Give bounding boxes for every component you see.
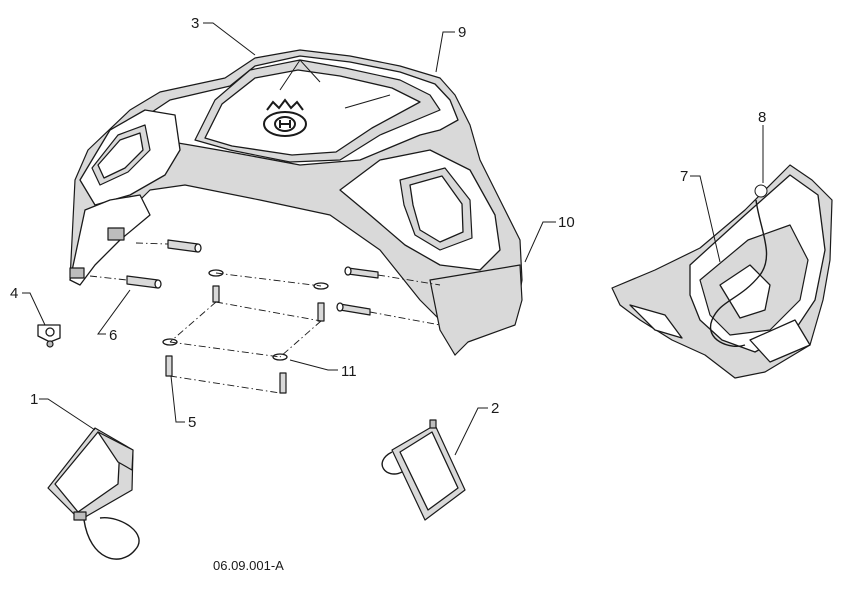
callout-labels: 3 9 10 4 6 5 11 1 2 7 8 bbox=[10, 15, 766, 431]
mount-lug-left-lower bbox=[69, 267, 85, 279]
bolt-right-upper bbox=[344, 266, 379, 279]
callout-5: 5 bbox=[188, 414, 196, 431]
mount-lug-left-upper bbox=[107, 227, 125, 241]
callout-3: 3 bbox=[191, 15, 199, 32]
bolt-right-lower bbox=[336, 302, 371, 316]
callout-4: 4 bbox=[10, 285, 18, 302]
callout-10: 10 bbox=[558, 214, 575, 231]
callout-11: 11 bbox=[341, 363, 357, 380]
callout-6: 6 bbox=[109, 327, 117, 344]
wiring-harness-housing bbox=[611, 164, 833, 379]
bolt-set bbox=[162, 269, 329, 394]
leader-lines bbox=[22, 22, 764, 456]
husqvarna-crown-logo-icon bbox=[263, 98, 307, 137]
alignment-lines bbox=[89, 242, 441, 394]
callout-9: 9 bbox=[458, 24, 466, 41]
callout-8: 8 bbox=[758, 109, 766, 126]
pin-part-6 bbox=[126, 275, 162, 289]
hood-body bbox=[69, 49, 523, 356]
grommet-part-8 bbox=[754, 184, 768, 198]
headlight-lens-part-2 bbox=[381, 419, 466, 521]
callout-7: 7 bbox=[680, 168, 688, 185]
clip-part-4 bbox=[37, 324, 61, 348]
drawing-number: 06.09.001-A bbox=[213, 558, 284, 573]
pin-upper bbox=[167, 239, 202, 253]
callout-2: 2 bbox=[491, 400, 499, 417]
callout-1: 1 bbox=[30, 391, 38, 408]
headlight-left-part-1 bbox=[47, 427, 140, 560]
